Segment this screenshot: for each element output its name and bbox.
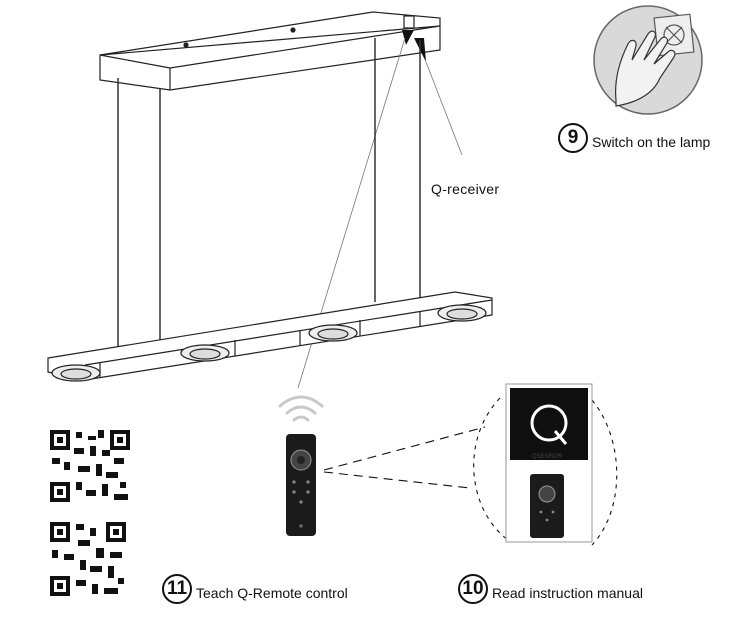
receiver-label: Q-receiver bbox=[431, 181, 500, 197]
ceiling-canopy bbox=[99, 11, 441, 91]
step-text: Switch on the lamp bbox=[592, 134, 711, 150]
q-logo-icon bbox=[530, 404, 568, 442]
remote-control-icon bbox=[286, 434, 316, 536]
ceiling-lamp-icon bbox=[47, 291, 493, 382]
instruction-manual bbox=[505, 383, 593, 543]
step-9: 9 Switch on the lamp bbox=[558, 123, 710, 153]
step-number: 10 bbox=[458, 574, 488, 604]
suspension-wires bbox=[117, 38, 421, 348]
step-10: 10 Read instruction manual bbox=[458, 574, 643, 604]
qr-code-icon bbox=[50, 430, 130, 596]
step-number: 9 bbox=[558, 123, 588, 153]
step-text: Read instruction manual bbox=[492, 585, 643, 601]
step-text: Teach Q-Remote control bbox=[196, 585, 348, 601]
step-number: 11 bbox=[162, 574, 192, 604]
step-11: 11 Teach Q-Remote control bbox=[162, 574, 348, 604]
hand-switch-icon bbox=[593, 5, 703, 115]
magnification-guides bbox=[323, 397, 618, 546]
manual-brand-text: QSENSOR bbox=[532, 454, 563, 460]
wifi-signal-icon bbox=[278, 395, 324, 422]
